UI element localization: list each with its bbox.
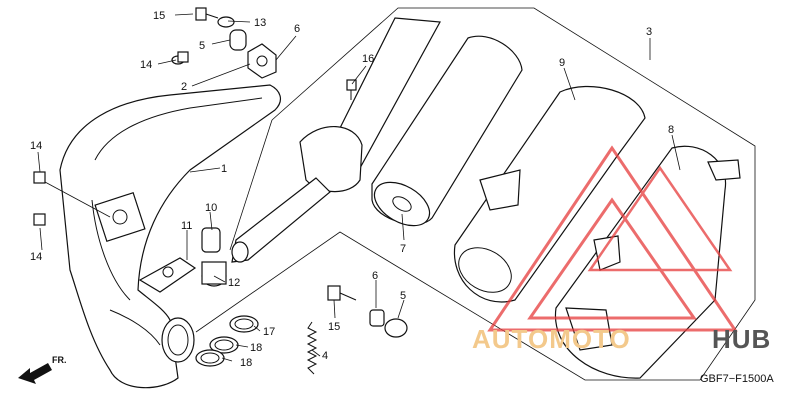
callout-5-top: 5 (199, 40, 205, 52)
expansion-chamber-part (59, 84, 282, 389)
lower-bolt-stack (327, 285, 408, 338)
callout-18-upper: 18 (250, 342, 262, 354)
callout-12: 12 (228, 277, 240, 289)
callout-18-lower: 18 (240, 357, 252, 369)
leader-lines (37, 13, 681, 362)
callout-14-left: 14 (30, 140, 42, 152)
callout-10: 10 (205, 202, 217, 214)
direction-label: FR. (52, 355, 67, 365)
callout-8: 8 (668, 124, 674, 136)
callout-1: 1 (221, 163, 227, 175)
diagram-code: GBF7−F1500A (700, 373, 774, 385)
bolt-16-part (346, 79, 357, 100)
front-direction-indicator: FR. (18, 355, 67, 384)
callout-4: 4 (322, 350, 328, 362)
callout-13: 13 (254, 17, 266, 29)
left-bolts (33, 51, 189, 226)
watermark-text-part2: HUB (712, 324, 771, 354)
callout-6-top: 6 (294, 23, 300, 35)
callout-6-bottom: 6 (372, 270, 378, 282)
callout-14-bottom: 14 (30, 251, 42, 263)
callout-16: 16 (362, 53, 374, 65)
assembly-boundary (195, 7, 756, 381)
watermark-text-part1: AUTOMOTO (472, 324, 631, 354)
watermark-inner-triangle-icon (587, 165, 733, 272)
callout-9: 9 (559, 57, 565, 69)
watermark-logo (487, 145, 738, 332)
callout-2: 2 (181, 81, 187, 93)
callout-5-bottom: 5 (400, 290, 406, 302)
direction-arrow-icon (18, 363, 52, 384)
watermark-triangle-icon (487, 145, 738, 332)
callout-labels: 15 13 5 6 14 2 16 3 9 8 14 1 14 11 10 12… (30, 10, 674, 369)
stay-bracket-part (247, 43, 277, 79)
callout-14-top: 14 (140, 59, 152, 71)
callout-17: 17 (263, 326, 275, 338)
callout-15-top: 15 (153, 10, 165, 22)
callout-11: 11 (181, 220, 192, 232)
silencer-packing-part (371, 35, 523, 227)
muffler-outer-part (453, 85, 646, 303)
silencer-inner-pipe (231, 17, 441, 263)
callout-7: 7 (400, 243, 406, 255)
callout-15-bottom: 15 (328, 321, 340, 333)
spring-part (306, 321, 318, 375)
callout-3: 3 (646, 26, 652, 38)
